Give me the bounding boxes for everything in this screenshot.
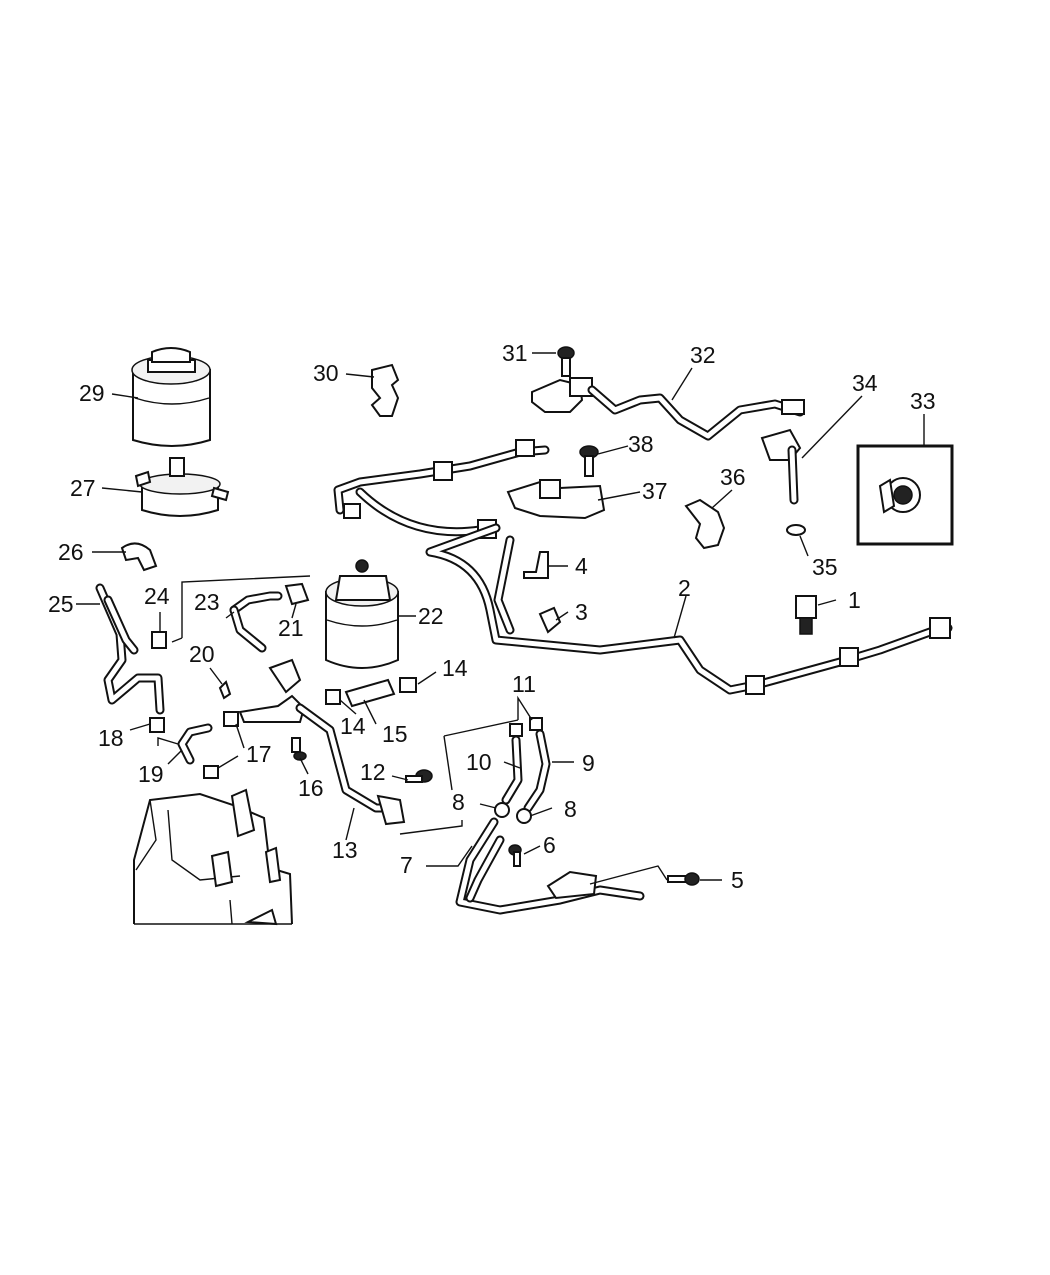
part-38-bolt	[579, 445, 599, 477]
label-9: 9	[582, 750, 595, 776]
label-18: 18	[98, 725, 124, 751]
label-21: 21	[278, 615, 304, 641]
label-29: 29	[79, 380, 105, 406]
label-37: 37	[642, 478, 668, 504]
part-32-valve-line	[531, 377, 805, 441]
label-25: 25	[48, 591, 74, 617]
part-18-clamp	[149, 717, 165, 733]
part-4-bracket	[523, 551, 549, 579]
label-11: 11	[512, 671, 536, 697]
part-24-clamp	[151, 631, 167, 649]
part-33-inset	[856, 444, 954, 546]
part-9-hose	[523, 729, 551, 813]
part-15-hose	[344, 678, 396, 708]
part-1-sensor	[795, 595, 817, 635]
label-31: 31	[502, 340, 528, 366]
part-37-valve-bracket	[506, 479, 606, 520]
upper-fuel-line	[333, 439, 550, 539]
part-36-clip	[684, 498, 726, 550]
label-33: 33	[910, 388, 936, 414]
label-14-left: 14	[340, 713, 366, 739]
label-12: 12	[360, 759, 386, 785]
label-26: 26	[58, 539, 84, 565]
part-21-clamp	[284, 582, 310, 606]
part-3-clip	[538, 606, 562, 634]
part-19-hose	[177, 723, 213, 765]
label-19: 19	[138, 761, 164, 787]
label-4: 4	[575, 553, 588, 579]
part-5-bolt	[667, 872, 700, 886]
callout-labels: 1 2 3 4 5 6 7 8 8 9 10 11 12 13 14 14 15…	[48, 340, 936, 893]
part-35-washer	[786, 524, 806, 536]
part-7-fuel-line	[455, 817, 645, 915]
part-14-clamp	[325, 677, 417, 705]
part-23-hose	[229, 591, 283, 653]
leader-lines	[76, 352, 925, 885]
part-8-clamp	[494, 802, 532, 824]
part-11-clamp	[509, 717, 543, 737]
label-15: 15	[382, 721, 408, 747]
label-34: 34	[852, 370, 878, 396]
part-26-clamp	[120, 542, 158, 572]
label-10: 10	[466, 749, 492, 775]
label-17: 17	[246, 741, 272, 767]
label-8-left: 8	[452, 789, 465, 815]
label-1: 1	[848, 587, 861, 613]
part-31-bolt	[557, 346, 575, 377]
label-5: 5	[731, 867, 744, 893]
part-16-bolt	[291, 737, 307, 761]
part-22-filter-housing	[325, 559, 399, 669]
label-14-right: 14	[442, 655, 468, 681]
label-22: 22	[418, 603, 444, 629]
label-6: 6	[543, 832, 556, 858]
label-35: 35	[812, 554, 838, 580]
part-27-filter-bracket	[134, 457, 230, 517]
label-23: 23	[194, 589, 220, 615]
label-7: 7	[400, 852, 413, 878]
label-3: 3	[575, 599, 588, 625]
label-38: 38	[628, 431, 654, 457]
label-2: 2	[678, 575, 691, 601]
label-30: 30	[313, 360, 339, 386]
part-13-fuel-line	[238, 658, 406, 826]
part-10-hose	[501, 735, 523, 805]
label-32: 32	[690, 342, 716, 368]
part-6-bolt	[508, 844, 522, 867]
label-36: 36	[720, 464, 746, 490]
part-2-main-fuel-line	[425, 523, 953, 695]
label-24: 24	[144, 583, 170, 609]
engine-block	[133, 788, 293, 926]
label-27: 27	[70, 475, 96, 501]
part-30-clip	[370, 363, 400, 417]
part-34-sensor	[760, 428, 802, 505]
label-8-right: 8	[564, 796, 577, 822]
part-12-bolt	[405, 769, 433, 783]
part-29-fuel-filter	[131, 347, 211, 447]
part-25-hose	[95, 583, 165, 715]
label-20: 20	[189, 641, 215, 667]
label-13: 13	[332, 837, 358, 863]
part-20-clip	[218, 680, 232, 700]
part-17-clamp	[203, 711, 239, 779]
label-16: 16	[298, 775, 324, 801]
